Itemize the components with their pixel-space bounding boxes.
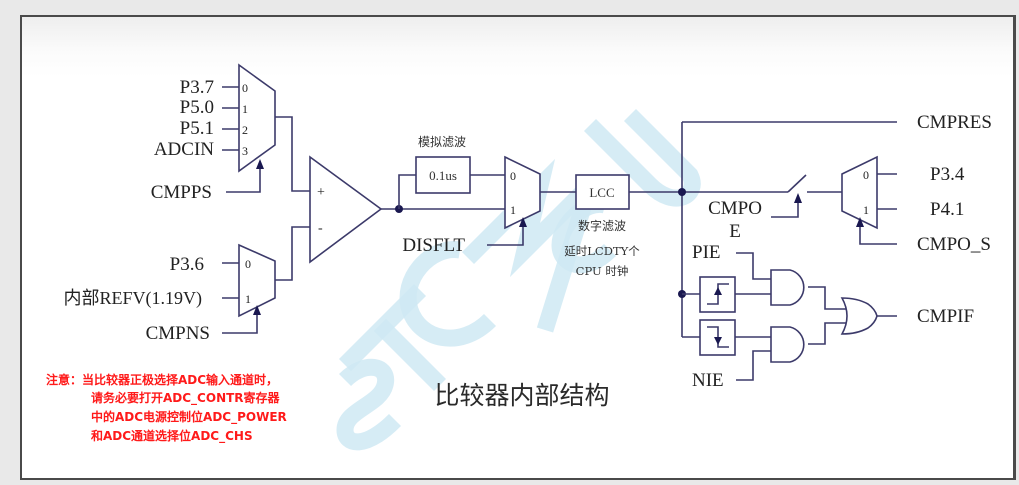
junction-dot: [678, 188, 686, 196]
cmpps-label: CMPPS: [151, 182, 212, 203]
input-p50-label: P5.0: [180, 97, 214, 118]
minus-sign: -: [318, 221, 323, 236]
or-gate: [840, 297, 878, 335]
pie-label: PIE: [692, 242, 721, 263]
mux-negative-body: [238, 243, 276, 318]
mux-filter-body: [504, 155, 541, 230]
input-p37-label: P3.7: [180, 77, 214, 98]
cmpoe-label-line1: CMPO: [708, 198, 762, 219]
analog-filter-value: 0.1us: [429, 168, 457, 183]
digital-filter-label: 数字滤波: [578, 218, 626, 233]
digital-filter: LCC 数字滤波 延时LCDTY个 CPU 时钟: [564, 174, 788, 278]
mux-negative-pin-1: 1: [245, 292, 251, 306]
arrow-up-icon: [794, 193, 802, 203]
analog-filter: 模拟滤波 0.1us: [398, 135, 505, 209]
watermark-s: [336, 358, 402, 451]
mux-positive-pin-2: 2: [242, 123, 248, 137]
input-p51-label: P5.1: [180, 118, 214, 139]
mux-positive: 0 1 2 3 P3.7 P5.0 P5.1 ADCIN CMPPS: [151, 63, 310, 203]
mux-positive-pin-3: 3: [242, 144, 248, 158]
note-line2: 请务必要打开ADC_CONTR寄存器: [91, 390, 281, 406]
arrow-up-icon: [714, 287, 722, 295]
watermark-t-stem: [373, 318, 447, 392]
output-p34-label: P3.4: [930, 164, 965, 185]
disflt-label: DISFLT: [402, 235, 465, 256]
and-gate-rising: [770, 269, 805, 306]
input-adcin-label: ADCIN: [154, 139, 214, 160]
note-line3: 中的ADC电源控制位ADC_POWER: [91, 409, 287, 425]
arrow-up-icon: [256, 159, 264, 169]
and-gate-falling: [770, 326, 805, 363]
digital-filter-desc-line2: CPU 时钟: [576, 264, 629, 278]
mux-filter-pin-1: 1: [510, 203, 516, 217]
comparator: + -: [309, 155, 505, 264]
output-p41-label: P4.1: [930, 199, 964, 220]
warning-note: 注意：当比较器正极选择ADC输入通道时， 请务必要打开ADC_CONTR寄存器 …: [46, 372, 287, 444]
analog-filter-label: 模拟滤波: [418, 135, 466, 149]
mux-output-pin-0: 0: [863, 168, 869, 182]
arrow-up-icon: [253, 305, 261, 315]
cmpres-label: CMPRES: [917, 112, 992, 133]
mux-output-body: [841, 155, 878, 230]
mux-positive-pin-0: 0: [242, 81, 248, 95]
mux-positive-body: [238, 63, 276, 173]
mux-negative-pin-0: 0: [245, 257, 251, 271]
input-refv-label: 内部REFV(1.19V): [64, 288, 203, 309]
arrow-up-icon: [519, 217, 527, 227]
output-section: CMPRES CMPO E 0 1 P3.4 P4.1 CMPO_S PIE N…: [678, 112, 992, 391]
digital-filter-desc-line1: 延时LCDTY个: [564, 244, 640, 258]
mux-filter-pin-0: 0: [510, 169, 516, 183]
arrow-up-icon: [856, 217, 864, 227]
note-line1: 注意：当比较器正极选择ADC输入通道时，: [46, 372, 278, 387]
watermark-u: [583, 108, 701, 207]
plus-sign: +: [317, 185, 325, 200]
mux-positive-pin-1: 1: [242, 102, 248, 116]
watermark-c: [399, 241, 497, 347]
cmpns-label: CMPNS: [146, 323, 210, 344]
switch-contact: [787, 174, 807, 193]
digital-filter-box-label: LCC: [589, 185, 614, 200]
diagram-title: 比较器内部结构: [434, 381, 609, 410]
mux-negative: 0 1 P3.6 内部REFV(1.19V) CMPNS: [64, 226, 310, 344]
comparator-body: [309, 155, 383, 264]
cmpoe-label-line2: E: [729, 221, 741, 242]
mux-filter: 0 1 DISFLT: [402, 155, 576, 256]
cmpo-s-label: CMPO_S: [917, 234, 991, 255]
arrow-down-icon: [714, 337, 722, 345]
input-p36-label: P3.6: [170, 254, 204, 275]
mux-output-pin-1: 1: [863, 203, 869, 217]
cmpif-label: CMPIF: [917, 306, 974, 327]
note-line4: 和ADC通道选择位ADC_CHS: [90, 428, 253, 444]
nie-label: NIE: [692, 370, 724, 391]
